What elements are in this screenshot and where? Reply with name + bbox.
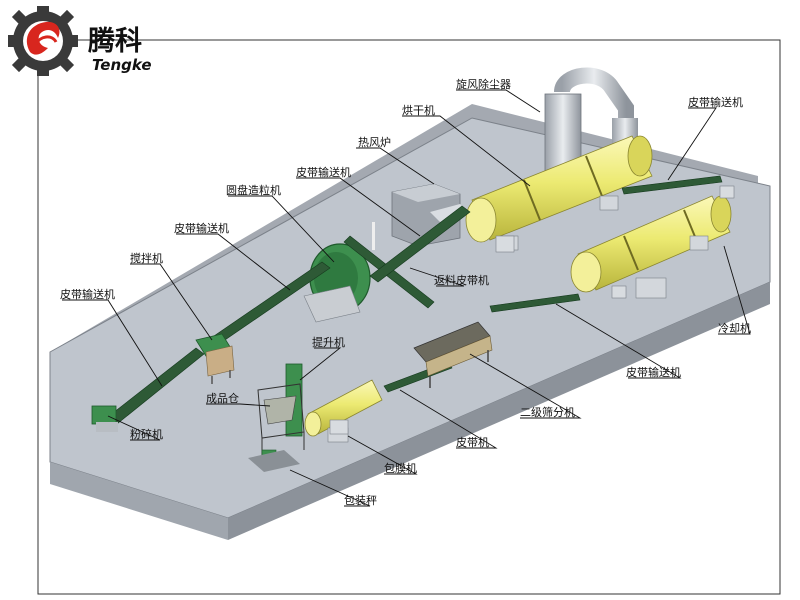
label-conveyor-left: 皮带输送机: [60, 287, 115, 301]
label-crusher: 粉碎机: [130, 427, 163, 441]
label-conveyor-center: 皮带输送机: [296, 165, 351, 179]
label-cyclone: 旋风除尘器: [456, 77, 511, 91]
floor-right-edge: [228, 282, 770, 540]
elevator-and-bin: [248, 363, 305, 472]
label-elevator: 提升机: [312, 335, 345, 349]
floor-front-edge: [50, 462, 228, 540]
crusher: [91, 405, 118, 432]
belt-granulator-dryer: [369, 205, 471, 283]
label-cooler: 冷却机: [718, 321, 751, 335]
cooler-drum: [570, 195, 732, 299]
label-mixer: 搅拌机: [130, 251, 163, 265]
outer-frame: [37, 39, 781, 595]
equipment-labels: 旋风除尘器 烘干机 皮带输送机 热风炉 皮带输送机 圆盘造粒机 皮带输送机 搅拌…: [60, 77, 751, 507]
brand-name-cn: 腾科: [88, 26, 142, 57]
label-coating-machine: 包膜机: [384, 461, 417, 475]
label-hot-air-furnace: 热风炉: [358, 136, 391, 149]
floor-blocks: [329, 185, 735, 435]
label-conveyor-lower-right: 皮带输送机: [626, 365, 681, 379]
label-return-belt: 返料皮带机: [434, 273, 489, 287]
label-conveyor-upper-left: 皮带输送机: [174, 221, 229, 235]
label-conveyor-top-right: 皮带输送机: [688, 95, 743, 109]
label-finished-bin: 成品仓: [206, 391, 239, 405]
label-dryer: 烘干机: [402, 103, 435, 117]
building-shell: [49, 104, 771, 540]
label-disc-granulator: 圆盘造粒机: [226, 183, 281, 197]
brand-name-en: Tengke: [92, 56, 152, 74]
mixer: [195, 333, 235, 384]
label-packing-scale: 包装秤: [344, 494, 377, 507]
belt-cooler-screener: [489, 293, 581, 313]
leader-lines: [62, 89, 751, 507]
label-secondary-screener: 二级筛分机: [520, 405, 575, 419]
belt-conveyors: [103, 175, 723, 429]
swirl-icon: [26, 21, 60, 55]
tengke-logo: 腾科 Tengke: [8, 6, 152, 76]
belt-dryer-cooler: [621, 175, 723, 195]
secondary-screener: [413, 321, 493, 388]
label-belt-machine: 皮带机: [456, 435, 489, 449]
